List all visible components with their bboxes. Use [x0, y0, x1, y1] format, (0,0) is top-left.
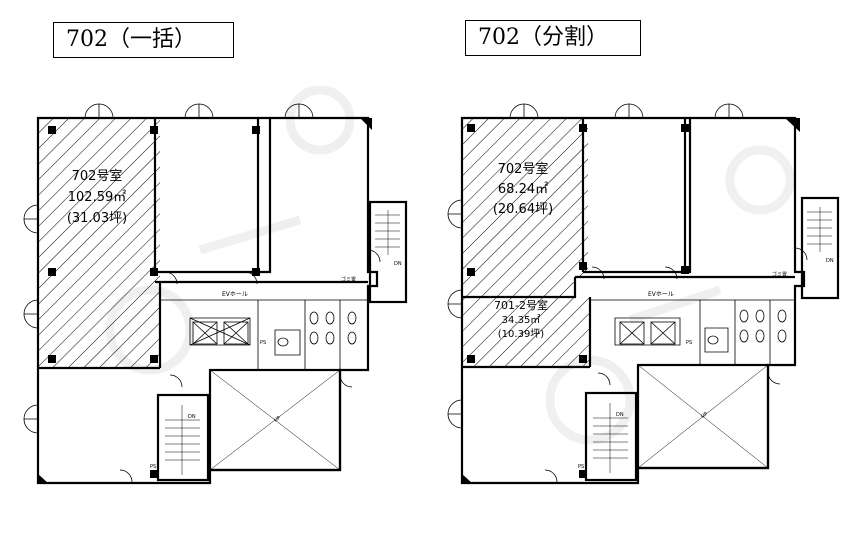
floor-plan-bulk: 702号室 102.59㎡ (31.03坪) EVホール ゴミ置 PS PS D… [23, 103, 408, 485]
dn-label-right-2: DN [826, 258, 834, 264]
ps-label-right-2: PS [578, 464, 584, 470]
light-well-right [636, 363, 770, 470]
unit-701-2-area: 34.35㎡ [502, 314, 541, 326]
elevator-3 [619, 321, 645, 345]
door-swings-right [447, 103, 808, 483]
dn-label-right-1: DN [616, 412, 624, 418]
unit-702-hatched-area-split [462, 118, 588, 297]
ev-hall-label-left: EVホール [222, 291, 248, 298]
toilet-fixtures-left [277, 311, 357, 347]
unit-702-hatched-area [38, 118, 160, 368]
core-outline-left [160, 299, 368, 370]
unit-702-area-left: 102.59㎡ [68, 190, 127, 205]
stair-right-right [800, 196, 840, 300]
title-bulk: 702（一括） [66, 27, 196, 52]
door-swings-left [23, 103, 381, 483]
ps-label-left-2: PS [150, 464, 156, 470]
stair-bottom-right [584, 391, 638, 482]
unit-701-2-hatched-area [462, 297, 590, 367]
dn-label-left-2: DN [394, 261, 402, 267]
dn-label-left-1: DN [188, 414, 196, 420]
ev-hall-label-right: EVホール [648, 291, 674, 298]
outer-wall-right [460, 116, 806, 485]
unit-702-tsubo-left: (31.03坪) [67, 211, 127, 226]
ps-label-right-1: PS [686, 340, 692, 346]
ps-label-left-1: PS [260, 340, 266, 346]
core-outline-right [590, 299, 795, 365]
unit-701-2-name: 701-2号室 [494, 298, 548, 312]
floor-plan-split: 702号室 68.24㎡ (20.64坪) 701-2号室 34.35㎡ (10… [447, 103, 840, 485]
up-label-right: UP [700, 411, 709, 420]
outer-wall-left [36, 116, 379, 485]
unit-702-name-left: 702号室 [72, 168, 123, 184]
light-well-left [208, 368, 342, 472]
columns-left [38, 118, 372, 483]
trash-label-left: ゴミ置 [341, 276, 356, 283]
unit-702-tsubo-right: (20.64坪) [493, 202, 553, 217]
stair-bottom-left [156, 393, 210, 482]
title-box-bulk: 702（一括） [53, 22, 234, 58]
trash-label-right: ゴミ置 [772, 271, 787, 278]
watermark-logo [105, 85, 795, 445]
stair-right-left [368, 200, 408, 304]
up-label-left: UP [273, 415, 282, 424]
toilet-fixtures-right [707, 309, 787, 345]
room-divider-right [462, 118, 795, 369]
elevator-2 [223, 321, 249, 345]
room-divider-left [38, 118, 368, 370]
elevator-1 [192, 321, 218, 345]
title-split: 702（分割） [478, 25, 608, 50]
elevator-4 [650, 321, 676, 345]
title-box-split: 702（分割） [465, 20, 641, 56]
unit-702-area-right: 68.24㎡ [498, 182, 548, 197]
unit-702-name-right: 702号室 [498, 161, 549, 177]
unit-701-2-tsubo: (10.39坪) [498, 327, 545, 340]
columns-right [462, 118, 800, 483]
